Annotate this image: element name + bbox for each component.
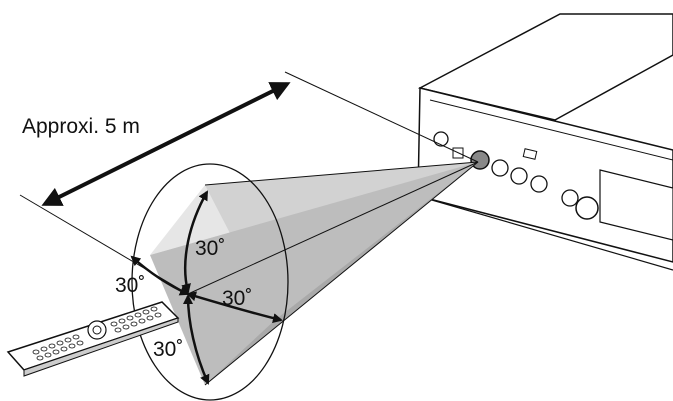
receiver-unit bbox=[417, 13, 673, 271]
remote-control-icon bbox=[6, 301, 180, 377]
distance-label: Approxi. 5 m bbox=[22, 115, 140, 138]
angle-label-down: 30˚ bbox=[153, 338, 183, 361]
angle-label-up: 30˚ bbox=[195, 237, 225, 260]
angle-arrow-left bbox=[130, 255, 190, 296]
angle-label-right: 30˚ bbox=[222, 287, 252, 310]
angle-label-left: 30˚ bbox=[115, 274, 145, 297]
power-button-icon bbox=[433, 131, 449, 147]
distance-arrow bbox=[41, 82, 291, 206]
signal-cone bbox=[131, 161, 479, 401]
angle-arrows bbox=[130, 190, 283, 385]
angle-arrow-down bbox=[183, 294, 210, 385]
